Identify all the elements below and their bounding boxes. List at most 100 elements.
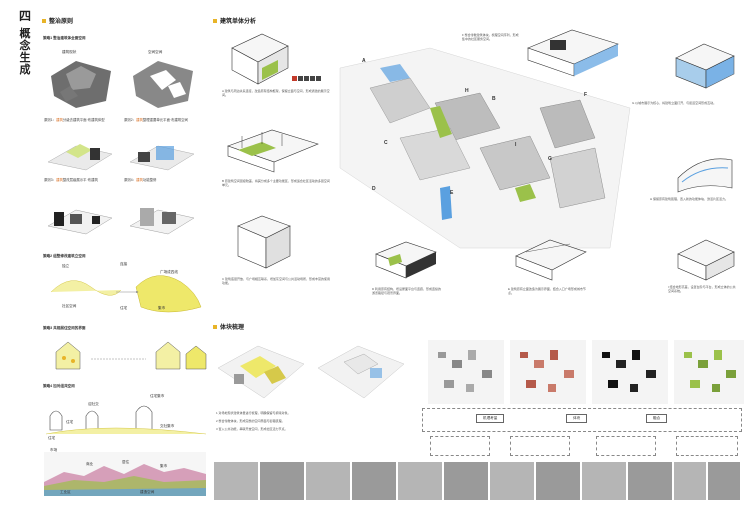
site-photo bbox=[536, 462, 580, 500]
section-number: 四 bbox=[18, 9, 31, 23]
principle-title: 整治原则 bbox=[42, 16, 73, 25]
site-photo bbox=[260, 462, 304, 500]
massing-title: 体块梳理 bbox=[213, 322, 244, 331]
building-caption-h: H 保留原有建筑肌理，置入新的功能体块，激活片区活力。 bbox=[650, 197, 729, 201]
central-axonometric-map bbox=[339, 47, 631, 249]
caption-principle-4: 原则4：建筑功能整修 bbox=[124, 178, 157, 182]
section-title: 概念生成 bbox=[19, 27, 31, 76]
building-sketch-h bbox=[677, 158, 733, 193]
map-letter-f: F bbox=[584, 92, 588, 98]
site-photo bbox=[306, 462, 350, 500]
building-sketch-e bbox=[515, 239, 587, 281]
site-photo bbox=[628, 462, 672, 500]
label-open: 空间空间 bbox=[148, 50, 163, 54]
building-caption-c: C 建筑底层开放，与广场相互联系，增加灰空间与公共活动场所，形成丰富的使用功能。 bbox=[222, 277, 331, 285]
massing-diagram-2 bbox=[317, 345, 405, 399]
strategy3-title: 策略3 共相展住空间的界面 bbox=[43, 326, 86, 330]
building-sketch-i bbox=[677, 239, 735, 281]
strategy1-title: 策略1 整治建筑体全面空间 bbox=[43, 36, 86, 40]
massing-plan-3 bbox=[592, 340, 668, 404]
function-icon bbox=[316, 76, 321, 81]
flow-box-3 bbox=[596, 436, 656, 456]
building-sketch-a bbox=[231, 33, 289, 85]
strategy2-diagram bbox=[50, 275, 202, 313]
building-caption-b: B 原建筑空间层级较差，将其分成多个主要功能区，形成适合社区活动的多层空间单元。 bbox=[222, 179, 330, 187]
built-fabric-map bbox=[51, 61, 111, 108]
building-sketch-f bbox=[527, 29, 619, 77]
building-sketch-b bbox=[227, 129, 319, 173]
massing-plan-1 bbox=[428, 340, 504, 404]
site-photo bbox=[352, 462, 396, 500]
s4-label-social-market: 交社集市 bbox=[160, 424, 175, 428]
strategy3-diagram bbox=[55, 341, 207, 370]
principle-sketch-6 bbox=[129, 208, 195, 235]
label-built: 建筑现状 bbox=[62, 50, 77, 54]
principle-sketch-3 bbox=[47, 144, 113, 171]
function-icon bbox=[304, 76, 309, 81]
map-letter-h: H bbox=[465, 88, 469, 94]
strategy4-diagram bbox=[45, 405, 207, 435]
s2-label-housing: 住宅 bbox=[120, 306, 128, 310]
map-letter-e: E bbox=[450, 190, 454, 196]
caption-principle-3: 原则3：建筑整改层级展示平·布建筑 bbox=[44, 178, 98, 182]
flow-box-1 bbox=[430, 436, 490, 456]
flow-frame bbox=[422, 408, 742, 432]
strategy2-title: 策略2 组整修改建筑立空间 bbox=[43, 254, 86, 258]
site-photo bbox=[674, 462, 706, 500]
building-caption-f: F 整合零散建筑体块，梳理空间序列，形成集中的社区服务空间。 bbox=[462, 33, 519, 41]
timeline-label-0: 市场 bbox=[50, 448, 58, 452]
timeline-label-3: 集市 bbox=[160, 464, 168, 468]
massing-note-2: 2 整合零散体块，形成完整的空间界面与街巷肌理。 bbox=[216, 419, 285, 423]
function-icon bbox=[298, 76, 303, 81]
site-photo bbox=[708, 462, 740, 500]
building-sketch-c bbox=[237, 215, 291, 269]
caption-principle-2: 原则2：建筑整理重要单元平面·布建筑空间 bbox=[124, 118, 189, 122]
flow-box-2 bbox=[510, 436, 570, 456]
title-marker-icon bbox=[213, 18, 217, 23]
s4-label-housing-a: 住宅 bbox=[48, 436, 56, 440]
map-letter-b: B bbox=[492, 96, 496, 102]
site-photo bbox=[582, 462, 626, 500]
site-photo bbox=[214, 462, 258, 500]
single-building-title: 建筑单体分析 bbox=[213, 16, 256, 25]
s4-label-social: 迎社交 bbox=[88, 402, 99, 406]
open-space-map bbox=[133, 61, 193, 108]
building-caption-g: G 以城市展示为核心，将建筑立面打开，与街道空间形成互动。 bbox=[632, 101, 717, 105]
s2-label-market: 集市 bbox=[158, 306, 166, 310]
title-marker-icon bbox=[42, 18, 46, 23]
massing-note-1: 1 对场地现状建筑体量进行梳理，明确保留与拆除对象。 bbox=[216, 411, 291, 415]
building-sketch-d bbox=[375, 241, 437, 279]
map-letter-i: I bbox=[515, 142, 517, 148]
map-letter-a: A bbox=[362, 58, 366, 64]
caption-principle-1: 原则1：建筑分级去建筑平面·布建筑体型 bbox=[44, 118, 105, 122]
site-photo bbox=[398, 462, 442, 500]
section-timeline bbox=[44, 452, 206, 496]
map-letter-d: D bbox=[372, 186, 376, 192]
massing-plan-2 bbox=[510, 340, 586, 404]
building-caption-a: A 建筑与周边关系连接，改造原有结构框架，保留立面与空间，形成通透的展示空间。 bbox=[222, 89, 330, 97]
title-marker-icon bbox=[213, 324, 217, 329]
building-caption-d: D 利用原有结构，增设屋面平台与连廊，形成连续的游览路径与观景界面。 bbox=[372, 287, 442, 295]
flow-box-4 bbox=[676, 436, 738, 456]
s2-label-plaza: 广场成四线 bbox=[160, 270, 178, 274]
s4-label-housing-market: 住宅集市 bbox=[150, 394, 165, 398]
strategy4-title: 策略4 加对组共空间 bbox=[43, 384, 75, 388]
s2-label-independent: 独立 bbox=[62, 264, 70, 268]
icon-strip-a bbox=[292, 76, 321, 81]
site-photo bbox=[444, 462, 488, 500]
section-heading: 四 概念生成 bbox=[16, 10, 34, 76]
map-letter-c: C bbox=[384, 140, 388, 146]
photo-strip bbox=[214, 462, 740, 500]
tag-texture: 机理考量 bbox=[476, 414, 505, 423]
building-sketch-g bbox=[675, 43, 735, 89]
principle-sketch-5 bbox=[47, 209, 113, 235]
function-icon bbox=[310, 76, 315, 81]
site-photo bbox=[490, 462, 534, 500]
s4-label-housing-b: 住宅 bbox=[66, 420, 74, 424]
timeline-label-2: 居住 bbox=[122, 460, 130, 464]
massing-diagram-1 bbox=[217, 345, 305, 399]
s2-label-community: 社区空间 bbox=[62, 304, 77, 308]
building-caption-e: E 建筑原有立面改造为展示界面，结合入口广场形成城市节点。 bbox=[508, 287, 586, 295]
timeline-label-4: 工业区 bbox=[60, 490, 71, 494]
timeline-label-1: 商业 bbox=[86, 462, 94, 466]
